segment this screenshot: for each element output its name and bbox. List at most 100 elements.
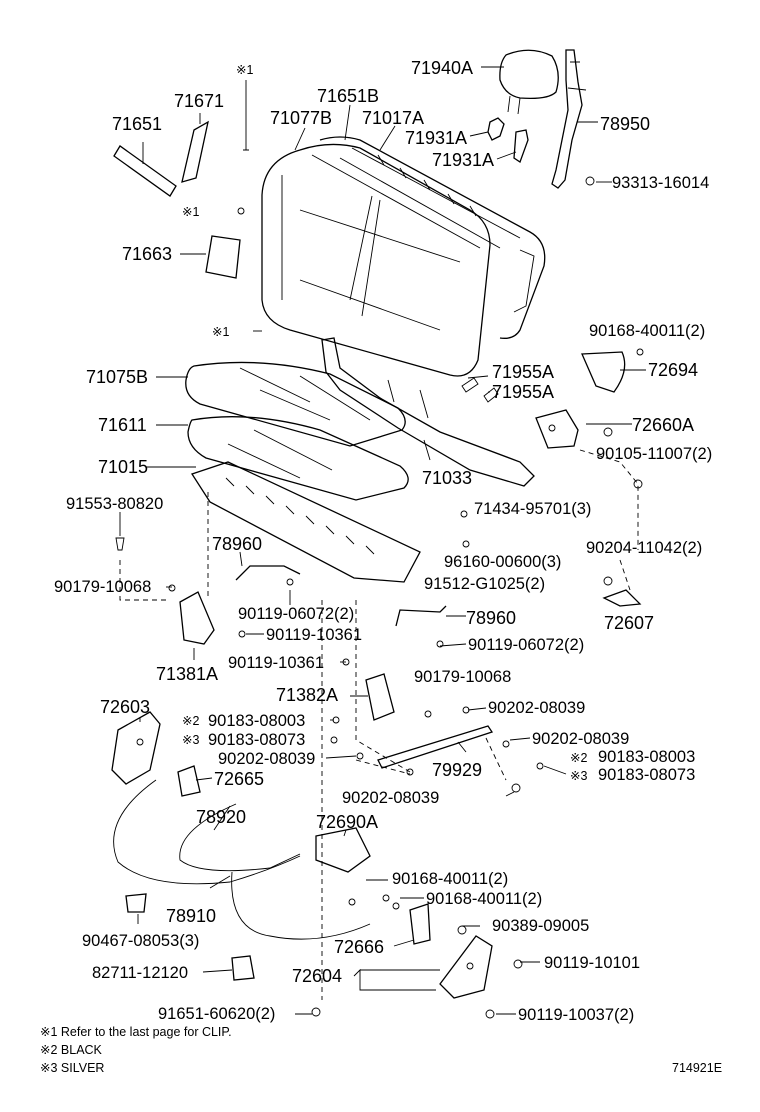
label-90204-11042: 90204-11042(2) bbox=[586, 539, 702, 557]
mark-clip-3: ※1 bbox=[212, 325, 229, 339]
bolt-90105 bbox=[603, 427, 613, 437]
seatback-71077B bbox=[261, 143, 491, 377]
label-72607: 72607 bbox=[604, 613, 654, 633]
label-71651B: 71651B bbox=[317, 86, 379, 106]
dashed-reference-lines bbox=[119, 449, 639, 1000]
label-71663: 71663 bbox=[122, 244, 172, 264]
label-90179-10068-b: 90179-10068 bbox=[414, 668, 511, 686]
leader-lines bbox=[119, 66, 646, 1015]
bolt-91512 bbox=[603, 576, 613, 586]
seat-belt-78950 bbox=[551, 49, 587, 189]
bracket-72660A bbox=[535, 409, 579, 449]
rod-79929 bbox=[377, 725, 494, 769]
label-90119-10101: 90119-10101 bbox=[544, 954, 640, 972]
bracket-72666 bbox=[409, 903, 431, 945]
mark-black-b: ※2 bbox=[570, 751, 587, 765]
label-71382A: 71382A bbox=[276, 685, 338, 705]
label-90202-08039-b: 90202-08039 bbox=[218, 750, 315, 768]
label-90467-08053: 90467-08053(3) bbox=[82, 932, 199, 950]
pad-71671 bbox=[181, 120, 209, 183]
bracket-72665 bbox=[177, 765, 201, 797]
label-71381A: 71381A bbox=[156, 664, 218, 684]
label-90202-08039-a: 90202-08039 bbox=[488, 699, 585, 717]
label-71931A-2: 71931A bbox=[432, 150, 494, 170]
clip-90467 bbox=[125, 893, 147, 913]
bolt-71955A-1 bbox=[461, 377, 479, 393]
label-71651: 71651 bbox=[112, 114, 162, 134]
label-90105-11007: 90105-11007(2) bbox=[596, 445, 712, 463]
label-90179-10068-a: 90179-10068 bbox=[54, 578, 151, 596]
label-90183-08003-b: 90183-08003 bbox=[598, 748, 695, 766]
bracket-72607 bbox=[602, 589, 642, 607]
cushion-frame-71015 bbox=[191, 461, 421, 583]
bracket-71381A bbox=[179, 591, 215, 645]
bracket-72604 bbox=[439, 935, 493, 999]
label-72603: 72603 bbox=[100, 697, 150, 717]
bolt-91553 bbox=[115, 537, 125, 551]
cushion-pad-71611 bbox=[187, 416, 409, 501]
bolt-93313 bbox=[585, 176, 595, 186]
label-79929: 79929 bbox=[432, 760, 482, 780]
label-90183-08003-a: 90183-08003 bbox=[208, 712, 305, 730]
cover-72694 bbox=[581, 351, 626, 393]
headrest-guide-71931A-1 bbox=[487, 117, 505, 141]
mark-silver-a: ※3 bbox=[182, 733, 199, 747]
label-78950: 78950 bbox=[600, 114, 650, 134]
label-91651-60620: 91651-60620(2) bbox=[158, 1005, 275, 1023]
mark-clip-2: ※1 bbox=[182, 205, 199, 219]
bolt-71955A-2 bbox=[483, 387, 499, 403]
label-91553-80820: 91553-80820 bbox=[66, 495, 163, 513]
label-71017A: 71017A bbox=[362, 108, 424, 128]
label-71955A-1: 71955A bbox=[492, 362, 554, 382]
label-90202-08039-c: 90202-08039 bbox=[532, 730, 629, 748]
label-71434-95701: 71434-95701(3) bbox=[474, 500, 591, 518]
label-71611: 71611 bbox=[98, 415, 147, 435]
label-71033: 71033 bbox=[422, 468, 472, 488]
label-78910: 78910 bbox=[166, 906, 216, 926]
rod-78960-b bbox=[395, 605, 447, 627]
label-90168-40011-c: 90168-40011(2) bbox=[426, 890, 542, 908]
bracket-71382A bbox=[365, 673, 395, 721]
label-90202-08039-d: 90202-08039 bbox=[342, 789, 439, 807]
label-72665: 72665 bbox=[214, 769, 264, 789]
label-71077B: 71077B bbox=[270, 108, 332, 128]
label-90183-08073-b: 90183-08073 bbox=[598, 766, 695, 784]
part-82711 bbox=[231, 955, 255, 981]
label-90183-08073-a: 90183-08073 bbox=[208, 731, 305, 749]
label-90389-09005: 90389-09005 bbox=[492, 917, 589, 935]
headrest-guide-71931A-2 bbox=[513, 129, 529, 163]
label-72690A: 72690A bbox=[316, 812, 378, 832]
label-90168-40011-a: 90168-40011(2) bbox=[589, 322, 705, 340]
clip-icon-1 bbox=[243, 80, 249, 151]
label-72694: 72694 bbox=[648, 360, 698, 380]
label-71075B: 71075B bbox=[86, 367, 148, 387]
label-90168-40011-b: 90168-40011(2) bbox=[392, 870, 508, 888]
label-72660A: 72660A bbox=[632, 415, 694, 435]
seatback-frame-71017A bbox=[319, 136, 546, 339]
pad-71663 bbox=[205, 235, 241, 279]
bracket-72603 bbox=[111, 711, 161, 785]
label-71671: 71671 bbox=[174, 91, 224, 111]
label-90119-10361-b: 90119-10361 bbox=[228, 654, 324, 672]
note-silver: ※3 SILVER bbox=[40, 1061, 104, 1075]
note-black: ※2 BLACK bbox=[40, 1043, 103, 1057]
cushion-cover-71075B bbox=[185, 361, 406, 447]
rod-78960-a bbox=[235, 565, 301, 581]
label-90119-10037: 90119-10037(2) bbox=[518, 1006, 634, 1024]
figure-id: 714921E bbox=[672, 1061, 722, 1075]
hinge-rod-71033 bbox=[321, 337, 535, 487]
cable-78910 bbox=[113, 779, 371, 940]
label-78960-b: 78960 bbox=[466, 608, 516, 628]
label-90119-06072-a: 90119-06072(2) bbox=[238, 605, 354, 623]
label-82711-12120: 82711-12120 bbox=[92, 964, 188, 982]
label-72604: 72604 bbox=[292, 966, 342, 986]
label-71015: 71015 bbox=[98, 457, 148, 477]
mark-black-a: ※2 bbox=[182, 714, 199, 728]
note-clip: ※1 Refer to the last page for CLIP. bbox=[40, 1025, 232, 1039]
label-78960-a: 78960 bbox=[212, 534, 262, 554]
bracket-72690A bbox=[315, 827, 371, 873]
part-labels: 71940A 78950 93313-16014 71651B 71017A 7… bbox=[54, 58, 712, 1024]
fasteners bbox=[168, 348, 644, 1019]
label-72666: 72666 bbox=[334, 937, 384, 957]
